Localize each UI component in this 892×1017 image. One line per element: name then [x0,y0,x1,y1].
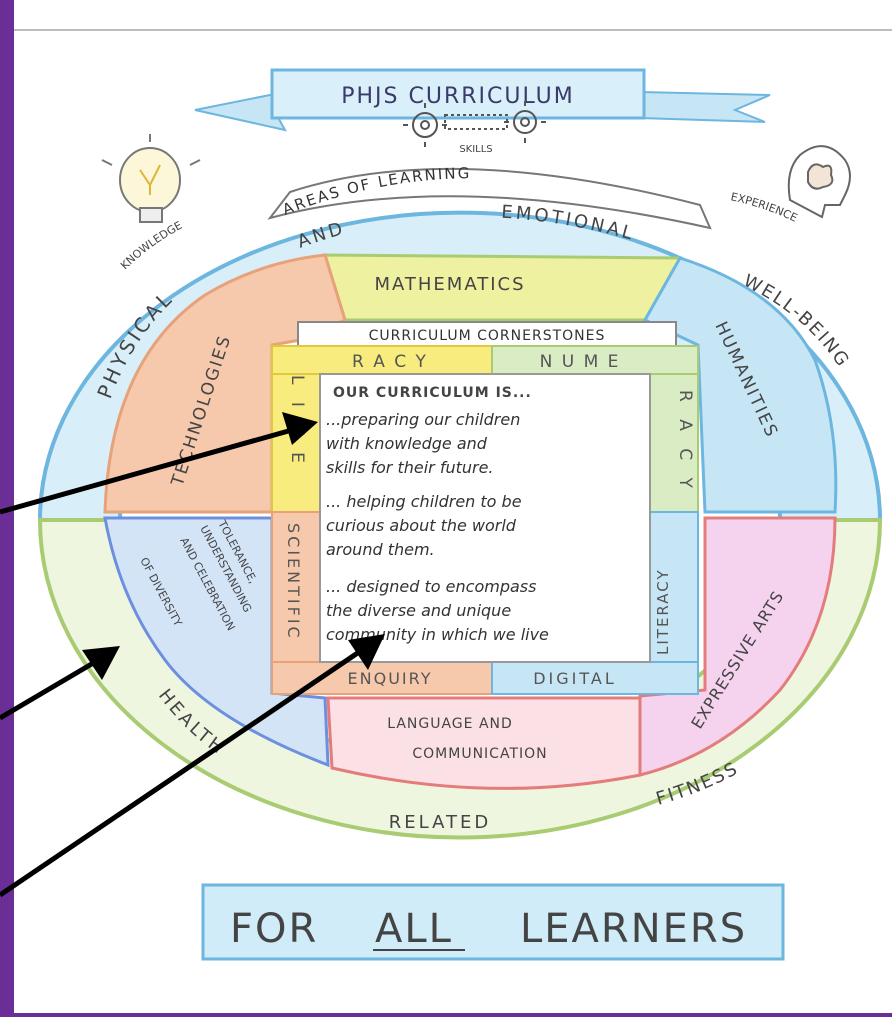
arrow-1 [0,427,293,515]
racy-right-box [649,373,699,513]
arrow-2 [0,659,97,721]
lite-box [271,373,321,513]
racy-right-label: R A C Y [675,390,695,494]
language-line1: LANGUAGE AND [387,716,513,732]
center-line8: the diverse and unique [326,601,511,620]
mathematics-label: MATHEMATICS [374,274,525,295]
racy-top-label: R A C Y [352,352,428,372]
digital-box [491,661,699,695]
arrow-3-head [348,634,385,670]
center-line3: skills for their future. [326,458,494,477]
nume-label: N U M E [540,352,621,372]
footer-learners: LEARNERS [520,906,747,952]
brain-head-icon [787,145,851,219]
center-heading: OUR CURRICULUM IS... [333,385,532,401]
center-line7: ... designed to encompass [326,577,536,596]
footer-all: ALL [375,906,453,952]
center-line2: with knowledge and [326,434,488,453]
segment-humanities [642,256,838,514]
center-panel [319,373,651,663]
segment-diversity [103,516,330,768]
center-line1: ...preparing our children [326,410,520,429]
ring-related-label: RELATED [389,812,491,833]
arrow-3 [0,647,364,898]
gears-icon [403,101,546,147]
pointer-arrows [0,412,385,898]
segment-language [326,696,642,790]
enquiry-label: ENQUIRY [348,669,433,688]
footer-for: FOR [230,906,318,952]
center-line6: around them. [326,540,435,559]
title-banner: PHJS CURRICULUM [194,68,771,132]
lightbulb-icon [101,134,201,223]
center-line4: ... helping children to be [326,492,522,511]
literacy-label: LITERACY [654,568,672,655]
center-line5: curious about the world [326,516,517,535]
digital-label: DIGITAL [533,669,617,688]
footer-box [201,883,785,961]
language-line2: COMMUNICATION [412,746,547,762]
segment-technologies [103,253,347,514]
segment-expressive-arts [638,516,837,777]
cornerstones-title-box [297,321,677,347]
areas-of-learning-tab [267,167,712,230]
cornerstones-title: CURRICULUM CORNERSTONES [369,328,606,344]
arrow-2-head [82,646,120,680]
banner-title: PHJS CURRICULUM [341,84,575,109]
arrow-1-head [282,412,318,445]
skills-label: SKILLS [459,144,492,155]
scientific-label: SCIENTIFIC [284,523,303,641]
